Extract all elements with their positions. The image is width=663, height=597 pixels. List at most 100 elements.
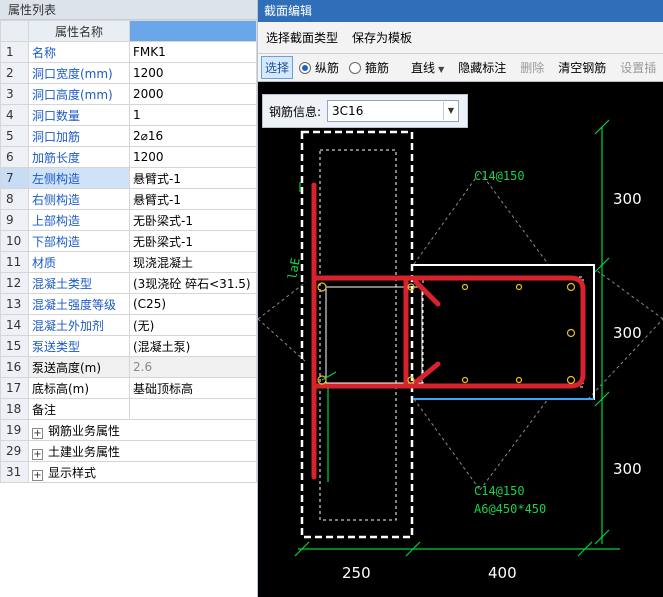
property-name: 备注 — [28, 398, 130, 420]
property-value[interactable]: 2000 — [129, 83, 257, 105]
row-index: 19 — [0, 419, 29, 441]
radio-selected-icon — [299, 62, 312, 74]
editor-title: 截面编辑 — [258, 0, 663, 22]
property-value[interactable]: 悬臂式-1 — [129, 188, 257, 210]
property-name: 名称 — [28, 41, 130, 63]
group-row[interactable]: 19+钢筋业务属性 — [0, 419, 257, 441]
property-value[interactable] — [129, 398, 257, 420]
expand-icon[interactable]: + — [32, 427, 43, 439]
row-index: 3 — [0, 83, 29, 105]
guide-line — [479, 398, 549, 491]
rebar-info-value: 3C16 — [332, 104, 364, 118]
row-index: 16 — [0, 356, 29, 378]
property-value[interactable]: FMK1 — [129, 41, 257, 63]
property-value[interactable]: 悬臂式-1 — [129, 167, 257, 189]
row-index: 11 — [0, 251, 29, 273]
delete-button[interactable]: 删除 — [520, 61, 545, 75]
expand-icon[interactable]: + — [32, 448, 43, 460]
group-cell[interactable]: + 显示样式 — [28, 461, 257, 483]
property-value[interactable]: 现浇混凝土 — [129, 251, 257, 273]
property-value[interactable]: 无卧梁式-1 — [129, 230, 257, 252]
property-value[interactable]: (无) — [129, 314, 257, 336]
expand-icon[interactable]: + — [32, 469, 43, 481]
row-index: 1 — [0, 41, 29, 63]
table-header-name: 属性名称 — [28, 20, 130, 42]
dimension-lines — [294, 119, 620, 557]
set-insert-button[interactable]: 设置插 — [620, 61, 657, 75]
property-value[interactable]: (C25) — [129, 293, 257, 315]
save-template-menu[interactable]: 保存为模板 — [352, 31, 413, 45]
dim-label-horizontal-1: 250 — [342, 564, 371, 582]
property-value[interactable]: 2.6 — [129, 356, 257, 378]
rebar-node — [317, 282, 327, 292]
group-label: 土建业务属性 — [48, 444, 121, 459]
longitudinal-radio-label: 纵筋 — [315, 61, 340, 75]
select-tool-button[interactable]: 选择 — [261, 56, 294, 79]
property-value[interactable]: 基础顶标高 — [129, 377, 257, 399]
property-value[interactable]: 1200 — [129, 62, 257, 84]
dim-label-vertical-1: 300 — [613, 190, 642, 208]
clear-rebar-button[interactable]: 清空钢筋 — [558, 61, 607, 75]
property-name: 混凝土类型 — [28, 272, 130, 294]
longitudinal-radio[interactable]: 纵筋 — [299, 59, 339, 76]
row-index: 31 — [0, 461, 29, 483]
section-drawing-canvas[interactable]: C14@150 C14@150 A6@450*450 laE 300 300 3… — [258, 82, 663, 597]
editor-menubar: 选择截面类型 保存为模板 — [258, 22, 663, 54]
column-inner-outline — [319, 149, 397, 521]
core-outline — [325, 286, 423, 384]
property-value[interactable]: 1 — [129, 104, 257, 126]
property-value[interactable]: (混凝土泵) — [129, 335, 257, 357]
property-name: 混凝土外加剂 — [28, 314, 130, 336]
section-drawing[interactable]: C14@150 C14@150 A6@450*450 laE 300 300 3… — [258, 82, 663, 597]
dim-marker — [321, 371, 337, 381]
hide-label-button[interactable]: 隐藏标注 — [458, 61, 507, 75]
dim-label-vertical-3: 300 — [613, 460, 642, 478]
chevron-down-icon[interactable]: ▼ — [442, 102, 454, 120]
dim-tick — [594, 391, 610, 407]
dim-tick — [594, 529, 610, 545]
row-index: 7 — [0, 167, 29, 189]
guide-line — [413, 171, 481, 265]
group-row[interactable]: 29+土建业务属性 — [0, 440, 257, 462]
group-row[interactable]: 31+ 显示样式 — [0, 461, 257, 483]
rebar-info-select[interactable]: 3C16 ▼ — [327, 100, 460, 122]
property-value[interactable]: 2⌀16 — [129, 125, 257, 147]
guide-line — [413, 398, 481, 491]
guide-line — [258, 281, 307, 320]
select-section-type-menu[interactable]: 选择截面类型 — [266, 31, 339, 45]
group-label: 显示样式 — [48, 465, 97, 480]
group-cell[interactable]: +钢筋业务属性 — [28, 419, 257, 441]
line-tool-dropdown[interactable]: 直线▼ — [407, 57, 448, 78]
stirrup-radio[interactable]: 箍筋 — [349, 59, 389, 76]
property-name: 洞口数量 — [28, 104, 130, 126]
dim-tick — [577, 541, 593, 557]
property-value[interactable]: 1200 — [129, 146, 257, 168]
property-name: 泵送类型 — [28, 335, 130, 357]
property-name: 材质 — [28, 251, 130, 273]
row-index: 12 — [0, 272, 29, 294]
property-value[interactable]: 无卧梁式-1 — [129, 209, 257, 231]
line-tool-label: 直线 — [411, 61, 436, 75]
group-cell[interactable]: + 土建业务属性 — [28, 440, 257, 462]
row-index: 14 — [0, 314, 29, 336]
property-value[interactable]: (3现浇砼 碎石<31.5) — [129, 272, 257, 294]
